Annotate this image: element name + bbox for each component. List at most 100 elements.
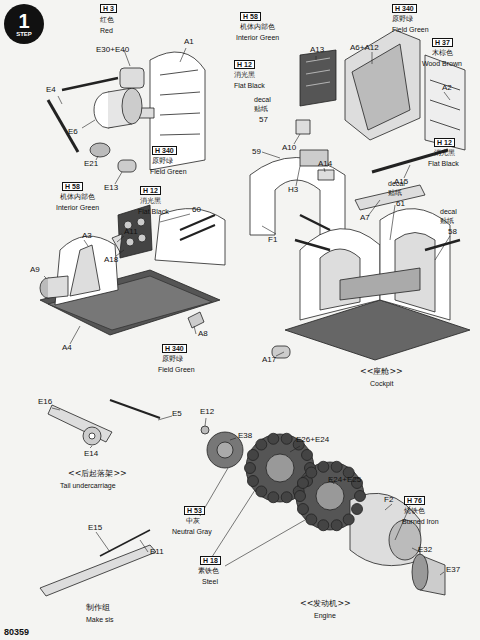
english-label: Field Green <box>158 366 195 373</box>
part-label: E5 <box>172 410 182 418</box>
cylinder-fin <box>306 514 317 525</box>
paint-code: H 12 <box>140 186 161 195</box>
cylinder-fin <box>256 439 267 450</box>
part-label: E13 <box>104 184 118 192</box>
cylinder-row-rear <box>296 462 364 530</box>
color-name: 原野绿 <box>392 16 413 23</box>
paint-code: H 12 <box>434 138 455 147</box>
part-label: E21 <box>84 160 98 168</box>
english-label: decal <box>440 208 457 215</box>
english-label: Flat Black <box>138 208 169 215</box>
part-label: A10 <box>282 144 296 152</box>
part-label: E38 <box>238 432 252 440</box>
part-label: E4 <box>46 86 56 94</box>
color-name: 贴纸 <box>440 218 454 225</box>
step-badge: 1STEP <box>4 4 44 44</box>
cylinder-fin <box>318 520 329 531</box>
part-label: E37 <box>446 566 460 574</box>
color-name: 原野绿 <box>162 356 183 363</box>
english-label: Red <box>100 27 113 34</box>
cylinder-fin <box>302 449 313 460</box>
leader-lines <box>44 48 450 575</box>
part-label: A3 <box>82 232 92 240</box>
part-label: 61 <box>396 200 405 208</box>
paint-code: H 58 <box>62 182 83 191</box>
paint-code: H 340 <box>162 344 187 353</box>
color-name: 贴纸 <box>254 106 268 113</box>
cylinder-fin <box>281 433 292 444</box>
color-name: 机体内部色 <box>60 194 95 201</box>
step-number: 1 <box>18 11 29 31</box>
cylinder-fin <box>352 504 363 515</box>
part-label: E32 <box>418 546 432 554</box>
english-label: decal <box>254 96 271 103</box>
paint-code: H 18 <box>200 556 221 565</box>
english-label: Neutral Gray <box>172 528 212 535</box>
english-label: Interior Green <box>236 34 279 41</box>
part-label: E24+E25 <box>328 476 361 484</box>
english-label: Tail undercarriage <box>60 482 116 489</box>
part-label: E30+E40 <box>96 46 129 54</box>
color-name: 中灰 <box>186 518 200 525</box>
make-sis <box>40 545 156 596</box>
part-label: A2 <box>442 84 452 92</box>
cylinder-fin <box>247 449 258 460</box>
english-label: Flat Black <box>234 82 265 89</box>
cylinder-fin <box>245 463 256 474</box>
color-name: 机体内部色 <box>240 24 275 31</box>
part-label: A14 <box>318 160 332 168</box>
cylinder-fin <box>295 491 306 502</box>
english-label: Cockpit <box>370 380 393 387</box>
part-label: E26+E24 <box>296 436 329 444</box>
cylinder-fin <box>256 486 267 497</box>
cylinder-fin <box>318 461 329 472</box>
color-name: 消光黑 <box>140 198 161 205</box>
part-label: A4 <box>62 344 72 352</box>
paint-code: H 37 <box>432 38 453 47</box>
english-label: Burned Iron <box>402 518 439 525</box>
english-label: Engine <box>314 612 336 619</box>
cylinder-fin <box>268 492 279 503</box>
part-label: 59 <box>252 148 261 156</box>
bulkhead-f1 <box>250 158 345 236</box>
cylinder-fin <box>331 520 342 531</box>
part-label: A8 <box>198 330 208 338</box>
cylinder-fin <box>297 504 308 515</box>
section-title: 制作组 <box>86 604 110 612</box>
cylinder-fin <box>268 433 279 444</box>
part-label: F1 <box>268 236 277 244</box>
part-label: E14 <box>84 450 98 458</box>
part-label: A11 <box>124 228 138 236</box>
paint-code: H 340 <box>392 4 417 13</box>
part-label: A6+A12 <box>350 44 379 52</box>
english-label: Flat Black <box>428 160 459 167</box>
color-name: 贴纸 <box>388 190 402 197</box>
cylinder-fin <box>343 514 354 525</box>
section-title: <<座舱>> <box>360 368 403 376</box>
english-label: Field Green <box>392 26 429 33</box>
section-title: <<后起落架>> <box>68 470 127 478</box>
engine-e38 <box>207 432 243 468</box>
part-label: E12 <box>200 408 214 416</box>
part-label: E15 <box>88 524 102 532</box>
cylinder-fin <box>281 492 292 503</box>
part-label: A17 <box>262 356 276 364</box>
part-label: 60 <box>192 206 201 214</box>
paint-code: H 3 <box>100 4 117 13</box>
paint-code: H 53 <box>184 506 205 515</box>
part-label: A9 <box>30 266 40 274</box>
part-label: A7 <box>360 214 370 222</box>
page-number: 80359 <box>4 628 29 637</box>
english-label: Interior Green <box>56 204 99 211</box>
cylinder-fin <box>247 476 258 487</box>
english-label: Make sis <box>86 616 114 623</box>
color-name: 原野绿 <box>152 158 173 165</box>
color-name: 木棕色 <box>432 50 453 57</box>
cylinder-fin <box>331 461 342 472</box>
paint-code: H 12 <box>234 60 255 69</box>
color-name: 消光黑 <box>234 72 255 79</box>
part-label: E6 <box>68 128 78 136</box>
english-label: Steel <box>202 578 218 585</box>
